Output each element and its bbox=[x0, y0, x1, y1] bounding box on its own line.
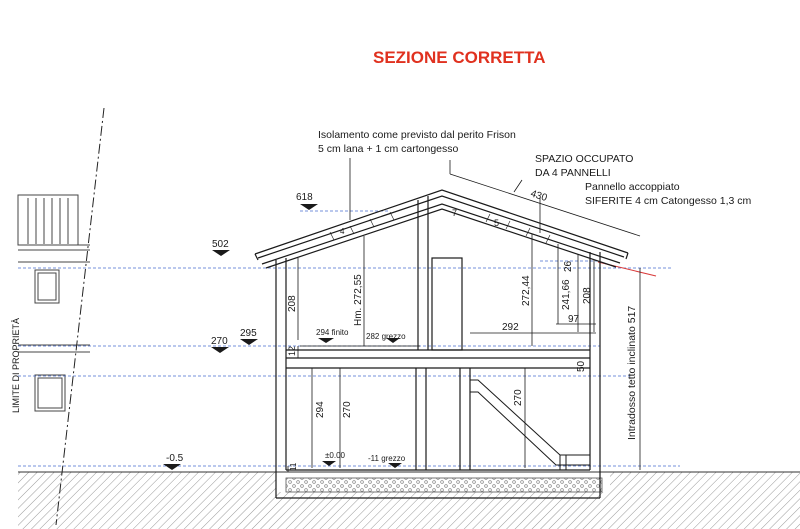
dim-27244: 272,44 bbox=[521, 275, 532, 306]
roof-insulation bbox=[329, 211, 551, 244]
note-panel-2: SIFERITE 4 cm Catongesso 1,3 cm bbox=[585, 195, 752, 207]
ground-hatch bbox=[18, 471, 800, 529]
dim-97: 97 bbox=[568, 314, 580, 325]
dim-4: 4 bbox=[340, 227, 345, 236]
dim-50: 50 bbox=[576, 360, 587, 372]
dim-270-right: 270 bbox=[513, 389, 524, 406]
level-618: 618 bbox=[296, 192, 313, 203]
neighbour-building bbox=[17, 194, 90, 412]
dim-208-left: 208 bbox=[287, 295, 298, 312]
level-guides bbox=[18, 210, 680, 467]
dim-7: 7 bbox=[452, 208, 457, 218]
level-282-rough: 282 grezzo bbox=[366, 332, 406, 341]
level-270: 270 bbox=[211, 336, 228, 347]
note-insulation-2: 5 cm lana + 1 cm cartongesso bbox=[318, 143, 459, 155]
note-insulation-1: Isolamento come previsto dal perito Fris… bbox=[318, 129, 516, 141]
level-295: 295 bbox=[240, 328, 257, 339]
roof bbox=[254, 189, 629, 269]
note-space-1: SPAZIO OCCUPATO bbox=[535, 153, 633, 165]
dim-208-right: 208 bbox=[582, 287, 593, 304]
note-panel-1: Pannello accoppiato bbox=[585, 181, 680, 193]
stair bbox=[470, 379, 590, 470]
level-502: 502 bbox=[212, 239, 229, 250]
dim-5: 5 bbox=[494, 218, 499, 228]
dim-24166: 241,66 bbox=[561, 279, 572, 310]
dim-294: 294 bbox=[315, 401, 326, 418]
note-space-2: DA 4 PANNELLI bbox=[535, 167, 611, 179]
dim-270-left: 270 bbox=[342, 401, 353, 418]
property-limit-label: LIMITE DI PROPRIETÀ bbox=[11, 318, 21, 413]
drawing-title: SEZIONE CORRETTA bbox=[373, 48, 546, 67]
property-limit-line bbox=[55, 107, 105, 526]
note-roof-soffit: Intradosso tetto inclinato 517 bbox=[626, 306, 638, 440]
dim-hm: Hm. 272,55 bbox=[353, 274, 364, 326]
level-minus-05: -0.5 bbox=[166, 453, 184, 464]
dim-12: 12 bbox=[287, 346, 297, 356]
level-minus-11-rough: -11 grezzo bbox=[368, 454, 406, 463]
level-294-finished: 294 finito bbox=[316, 328, 349, 337]
dim-11: 11 bbox=[289, 462, 298, 471]
level-markers bbox=[163, 204, 402, 470]
dimension-lines bbox=[287, 158, 641, 472]
dim-292: 292 bbox=[502, 322, 519, 333]
level-zero: ±0.00 bbox=[325, 451, 346, 460]
dim-430: 430 bbox=[529, 188, 549, 204]
dim-26: 26 bbox=[563, 260, 574, 272]
